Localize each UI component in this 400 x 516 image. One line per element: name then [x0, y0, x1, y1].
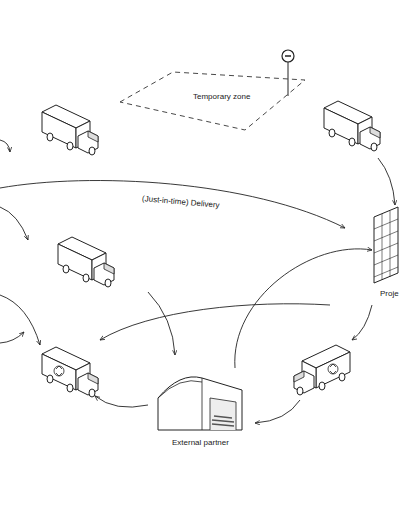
node-label: Temporary zone — [193, 92, 250, 102]
flow-connector — [235, 249, 372, 368]
node-outline — [372, 205, 400, 300]
truck — [324, 101, 380, 151]
flow-label: (Just-in-time) Delivery — [142, 194, 220, 211]
recycling-truck — [42, 347, 98, 397]
temporary-zone: Temporary zone — [115, 66, 310, 134]
truck — [58, 237, 114, 287]
project-building: Proje — [372, 205, 400, 300]
recycling-truck — [294, 345, 350, 395]
external-partner-warehouse: External partner — [150, 368, 250, 450]
truck — [42, 105, 98, 155]
trucks — [42, 101, 380, 397]
node-label: External partner — [172, 438, 229, 448]
node-label: Proje — [380, 289, 399, 299]
node-outline — [150, 368, 250, 450]
parking-sign — [282, 50, 294, 96]
